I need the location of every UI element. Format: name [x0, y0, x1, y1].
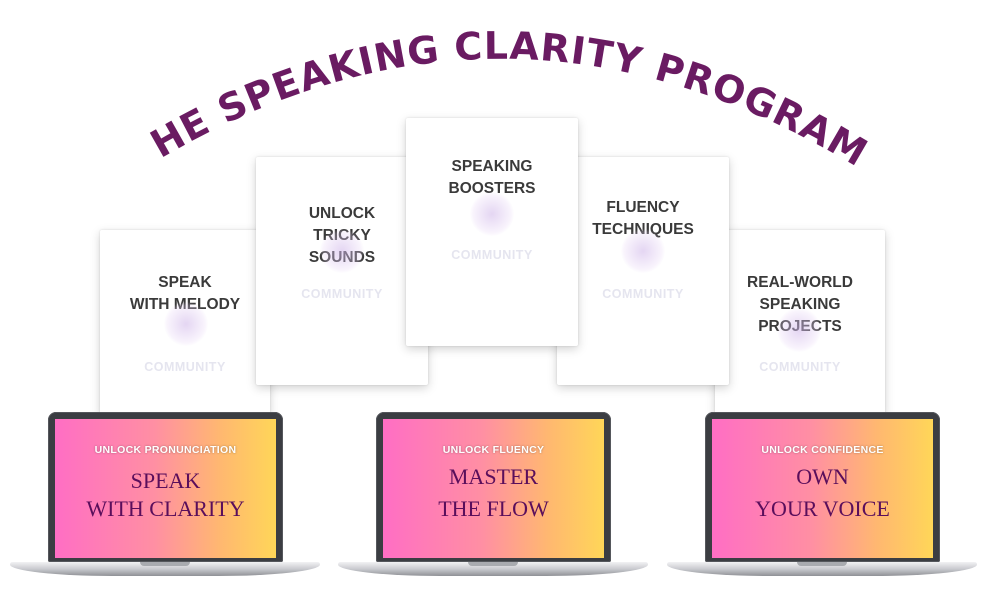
laptop-notch	[797, 562, 847, 566]
community-watermark: COMMUNITY	[144, 360, 226, 374]
community-watermark: COMMUNITY	[301, 287, 383, 301]
community-logo-icon	[470, 192, 514, 236]
community-watermark: COMMUNITY	[451, 248, 533, 262]
screen-subtitle: UNLOCK CONFIDENCE	[761, 444, 884, 456]
community-watermark: COMMUNITY	[602, 287, 684, 301]
module-card-unlock-tricky-sounds: UNLOCKTRICKYSOUNDS COMMUNITY	[256, 157, 428, 385]
laptop-notch	[468, 562, 518, 566]
community-logo-icon	[320, 229, 364, 273]
module-card-real-world-speaking-projects: REAL-WORLDSPEAKINGPROJECTS COMMUNITY	[715, 230, 885, 415]
screen-subtitle: UNLOCK PRONUNCIATION	[94, 444, 237, 456]
laptop-base	[10, 562, 320, 576]
community-watermark: COMMUNITY	[759, 360, 841, 374]
laptop-notch	[140, 562, 190, 566]
screen-subtitle: UNLOCK FLUENCY	[442, 444, 545, 456]
laptop-base	[338, 562, 648, 576]
community-logo-icon	[164, 302, 208, 346]
community-logo-icon	[777, 308, 821, 352]
community-logo-icon	[621, 229, 665, 273]
module-card-fluency-techniques: FLUENCYTECHNIQUES COMMUNITY	[557, 157, 729, 385]
laptop-base	[667, 562, 977, 576]
